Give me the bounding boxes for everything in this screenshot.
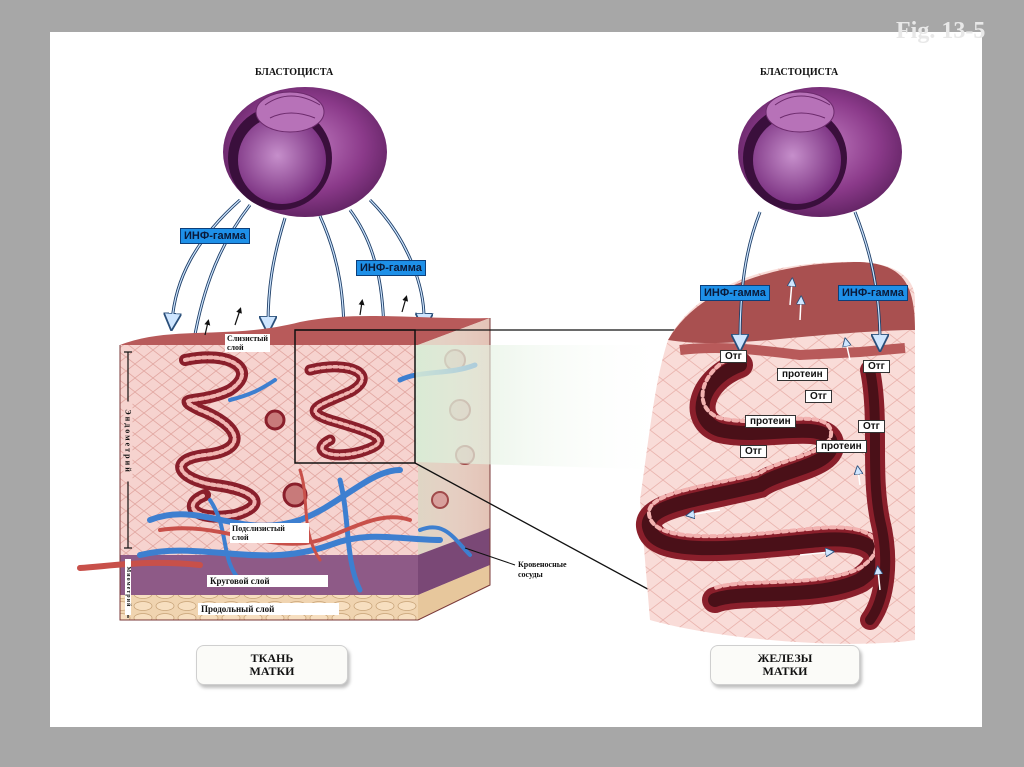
otg-label-2: Отг xyxy=(863,360,890,373)
caption-uterine-tissue: ТКАНЬ МАТКИ xyxy=(196,645,348,685)
submucosa-label: Подслизистый слой xyxy=(230,523,309,543)
zoom-indicator xyxy=(294,329,680,594)
blastocyst-left xyxy=(223,87,387,217)
otg-label-5: Отг xyxy=(740,445,767,458)
protein-label-2: протеин xyxy=(745,415,796,428)
blastocyst-title-left: БЛАСТОЦИСТА xyxy=(255,67,334,78)
caption-uterine-glands-line1: ЖЕЛЕЗЫ xyxy=(757,651,813,665)
caption-uterine-tissue-line1: ТКАНЬ xyxy=(250,651,294,665)
protein-label-1: протеин xyxy=(777,368,828,381)
blood-vessels-label-line1: Кровеносные xyxy=(518,560,567,569)
blood-vessels-label-line2: сосуды xyxy=(518,570,543,579)
otg-label-4: Отг xyxy=(858,420,885,433)
uterine-glands-right xyxy=(636,261,915,644)
otg-label-1: Отг xyxy=(720,350,747,363)
ifn-tag-left-1: ИНФ-гамма xyxy=(180,228,250,244)
mucosa-label: Слизистый слой xyxy=(225,334,271,352)
blood-vessels-left xyxy=(77,362,478,593)
caption-uterine-tissue-line2: МАТКИ xyxy=(249,664,295,678)
secretion-arrows-left xyxy=(204,295,409,336)
blastocyst-title-right: БЛАСТОЦИСТА xyxy=(760,67,839,78)
blastocyst-right xyxy=(738,87,902,217)
caption-uterine-glands-line2: МАТКИ xyxy=(762,664,808,678)
ifn-tag-right-2: ИНФ-гамма xyxy=(838,285,908,301)
blood-vessels-label: Кровеносные сосуды xyxy=(518,560,567,580)
submucosa-label-line1: Подслизистый xyxy=(232,524,285,533)
otg-label-3: Отг xyxy=(805,390,832,403)
myometrium-vertical-label: Миометрий xyxy=(125,559,131,615)
ifn-tag-right-1: ИНФ-гамма xyxy=(700,285,770,301)
figure-label: Fig. 13-5 xyxy=(896,18,986,44)
circular-layer-label: Круговой слой xyxy=(207,575,328,587)
mucosa-label-line1: Слизистый xyxy=(227,334,269,343)
caption-uterine-glands: ЖЕЛЕЗЫ МАТКИ xyxy=(710,645,860,685)
endometrium-vertical-label: Эндометрий xyxy=(123,401,133,482)
ifn-tag-left-2: ИНФ-гамма xyxy=(356,260,426,276)
mucosa-label-line2: слой xyxy=(227,343,244,352)
protein-label-3: протеин xyxy=(816,440,867,453)
longitudinal-layer-label: Продольный слой xyxy=(198,603,339,615)
submucosa-label-line2: слой xyxy=(232,533,249,542)
